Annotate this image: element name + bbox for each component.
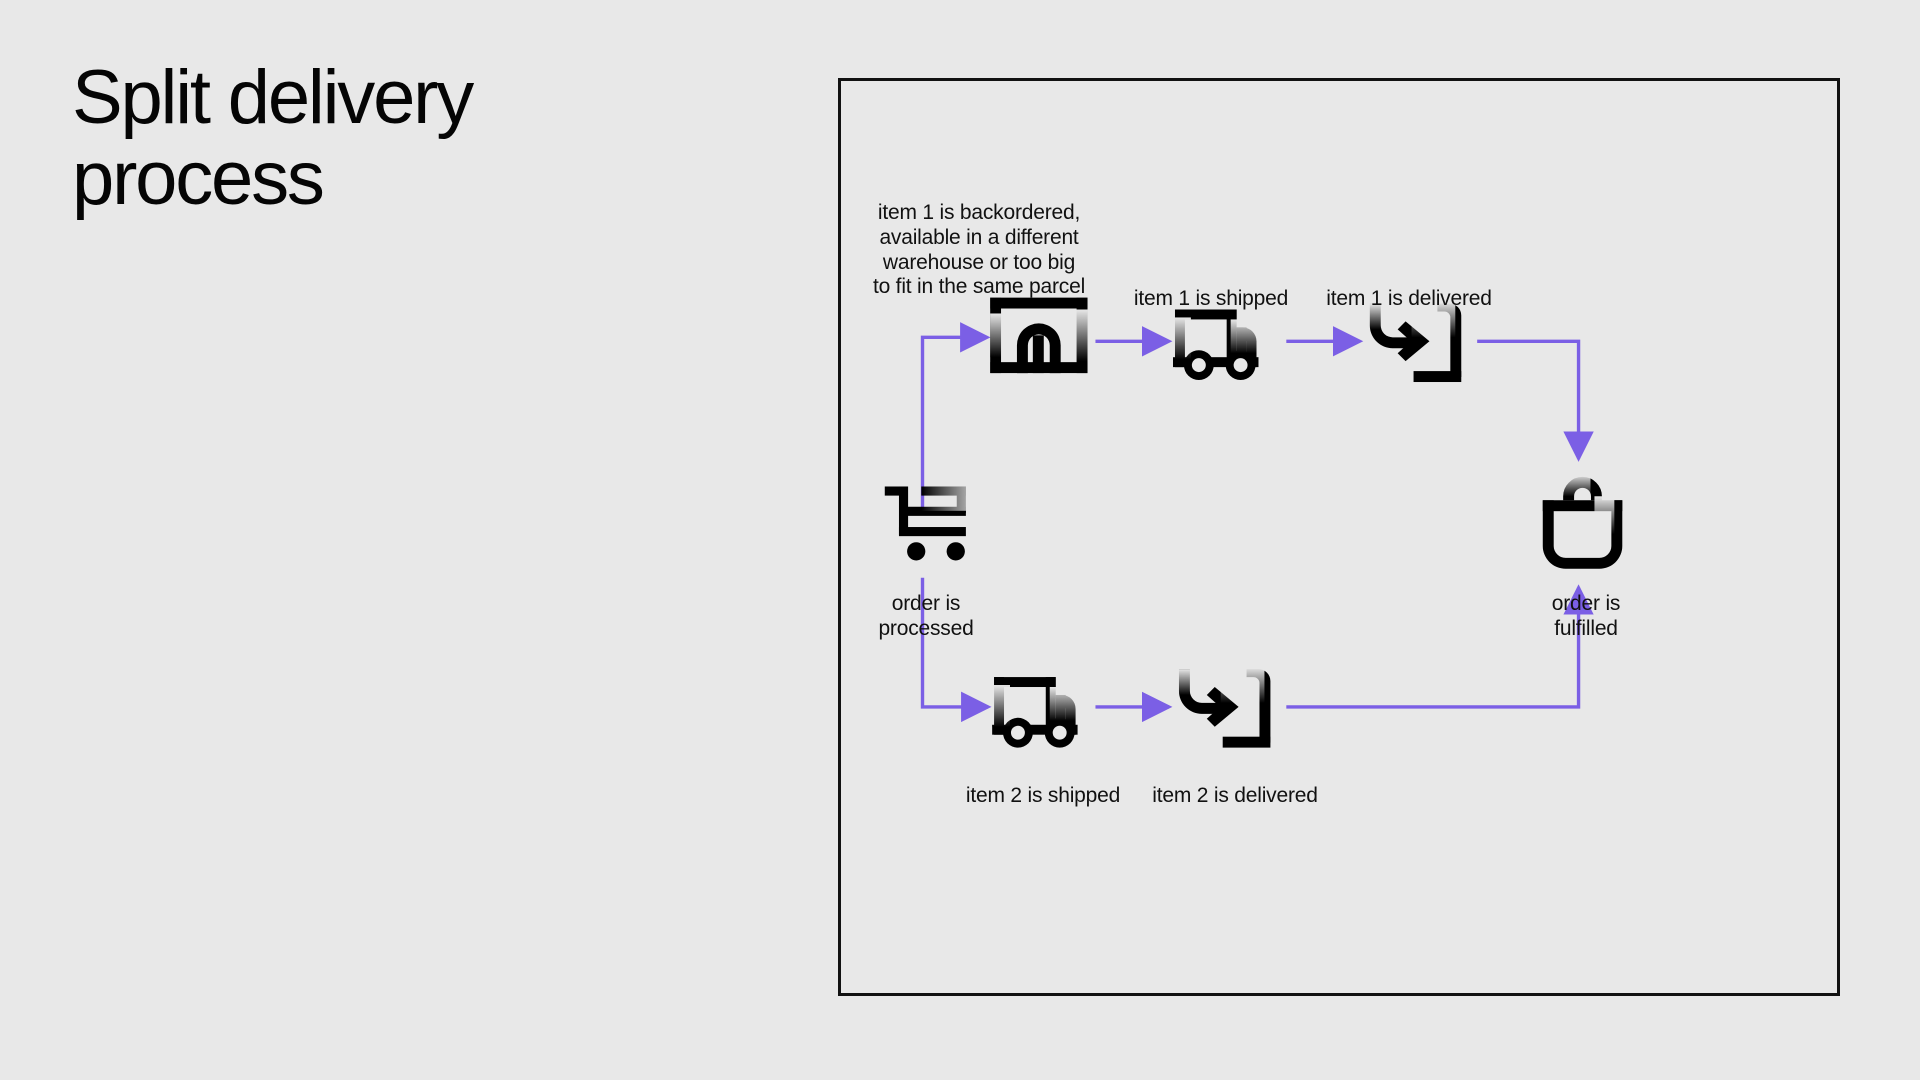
connector-delivered2-to-bag [1286,584,1594,709]
shopping-cart-icon [884,486,966,561]
label-item2-delivered: item 2 is delivered [1152,784,1318,807]
label-backordered-warehouse: item 1 is backordered, available in a di… [872,201,1086,299]
shopping-bag-icon [1542,476,1623,569]
warehouse-icon [990,297,1088,374]
diagram-svg [884,297,1623,748]
connector-cart-to-warehouse [920,322,991,509]
label-item1-shipped: item 1 is shipped [1133,287,1289,310]
connector-cart-to-truck2 [920,577,992,723]
label-item1-delivered: item 1 is delivered [1326,287,1492,310]
page-title: Split delivery process [72,55,732,221]
delivered-arrow-icon [1369,303,1462,383]
delivered-arrow-icon [1178,669,1271,748]
page-title-line-1: Split delivery [72,55,474,140]
diagram-canvas: item 1 is backordered, available in a di… [841,81,1837,993]
delivery-truck-icon [992,677,1078,748]
delivery-truck-icon [1173,309,1259,381]
label-item2-shipped: item 2 is shipped [965,784,1121,807]
page-title-line-2: process [72,135,325,221]
diagram-frame: item 1 is backordered, available in a di… [838,78,1840,996]
label-order-processed: order is processed [878,592,974,641]
label-order-fulfilled: order is fulfilled [1551,592,1621,641]
connector-delivered1-to-bag [1477,339,1594,462]
